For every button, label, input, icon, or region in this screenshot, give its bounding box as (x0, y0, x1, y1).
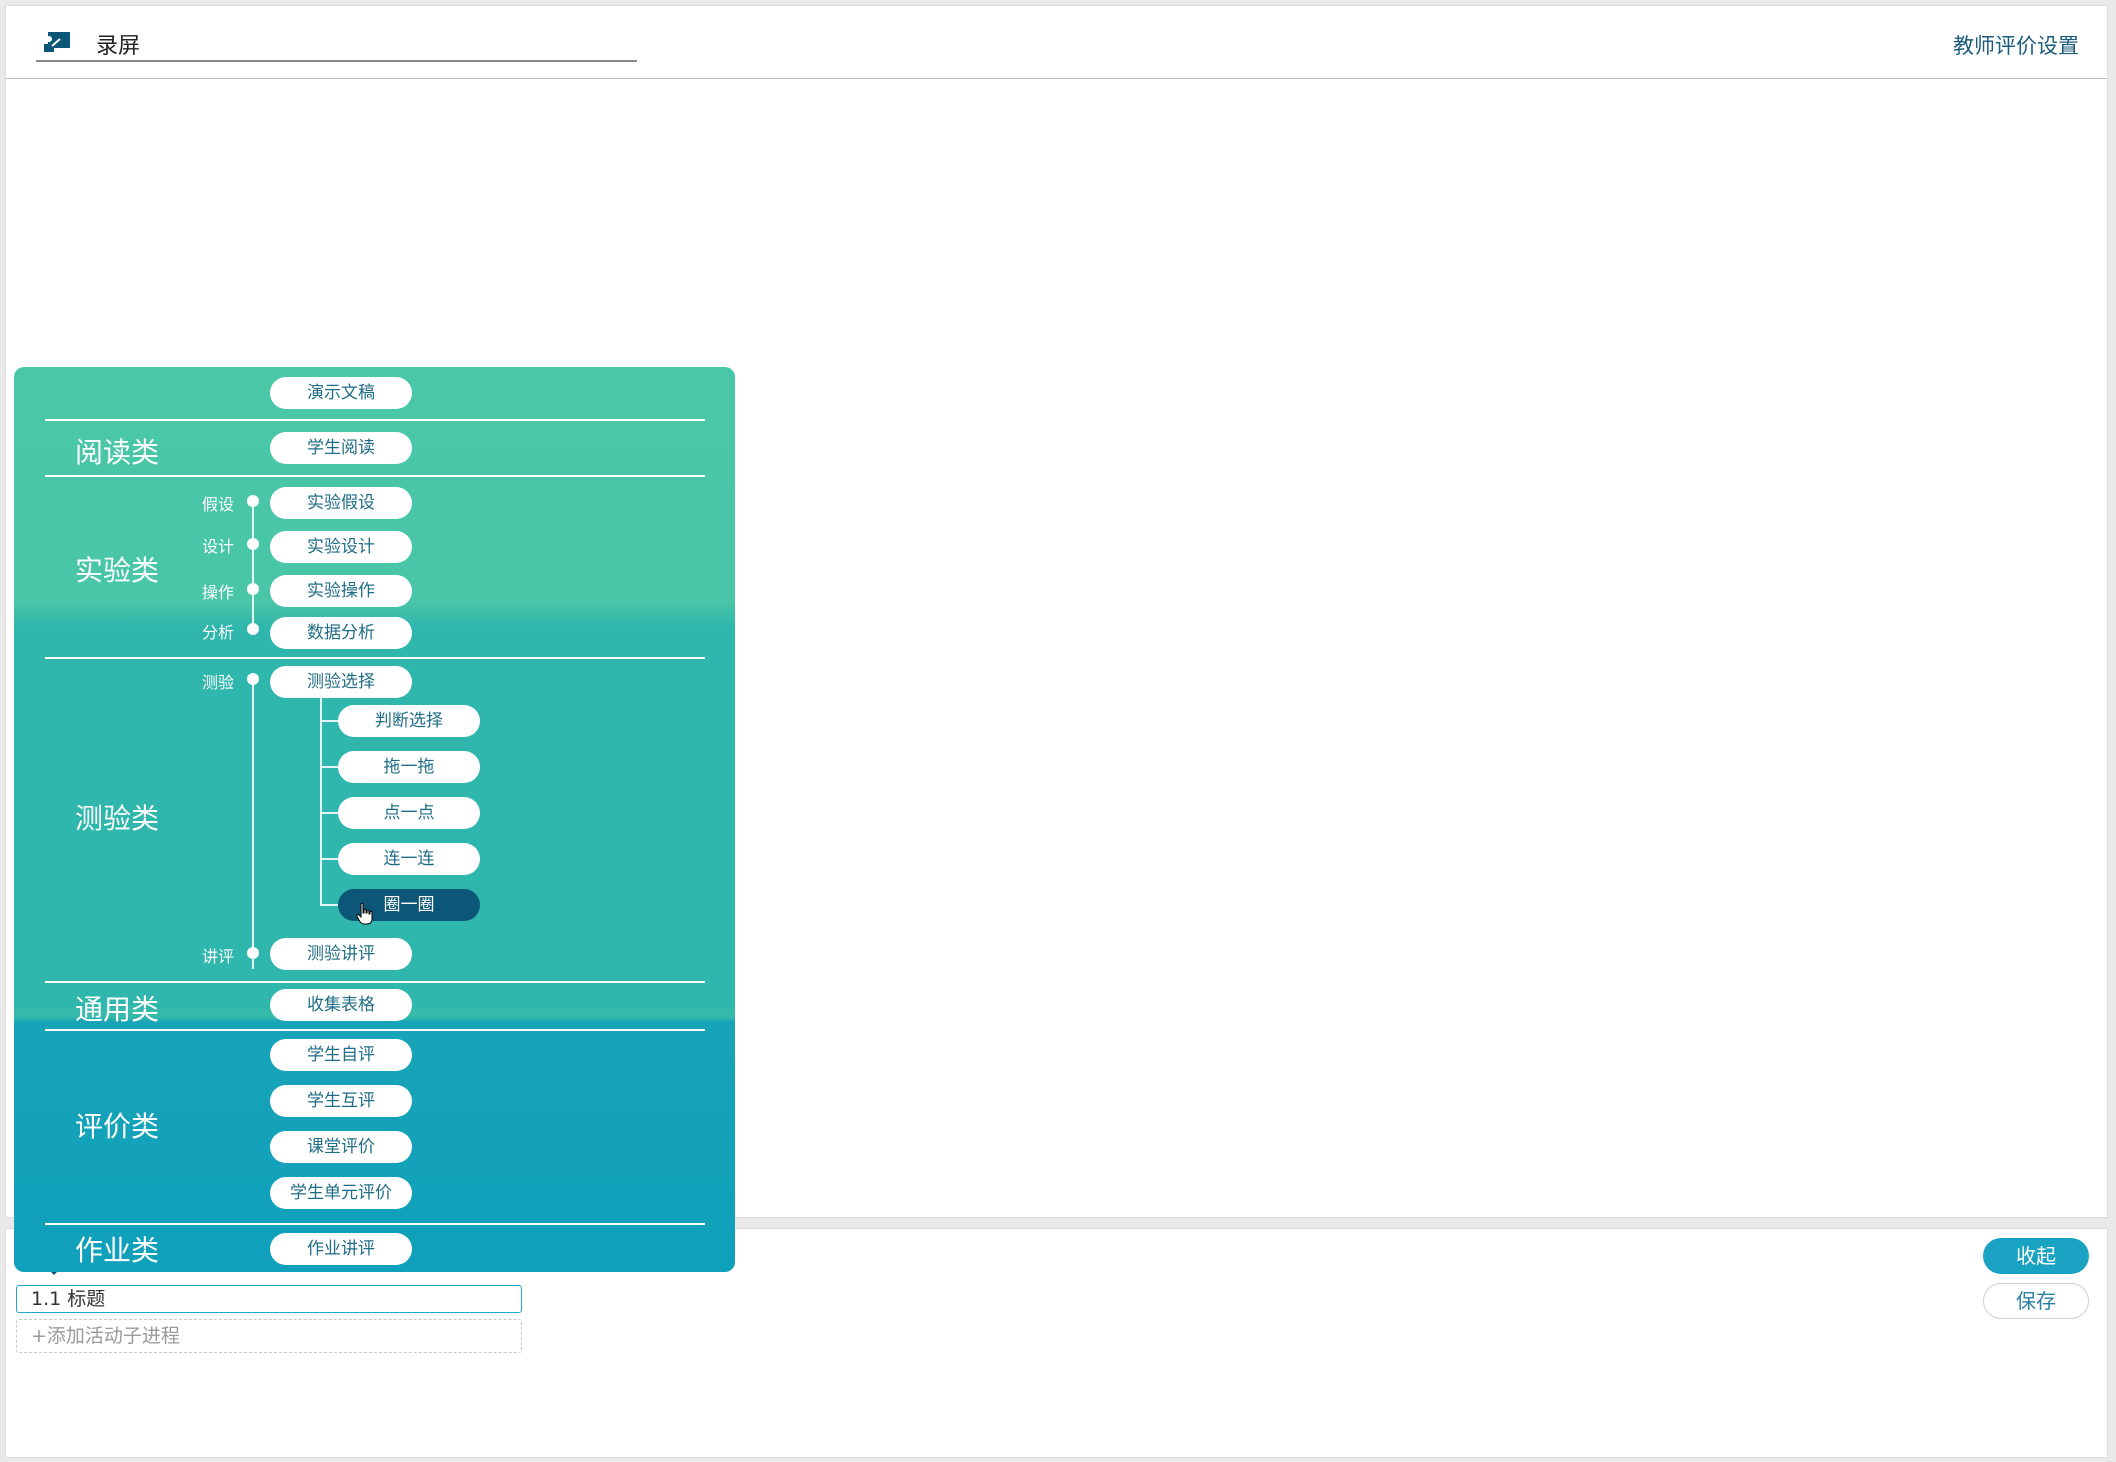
quiz-step-label: 测验 (202, 673, 235, 692)
step-dot (247, 495, 259, 507)
divider (45, 475, 705, 477)
category-reading: 阅读类 (75, 436, 160, 469)
step-dot (247, 673, 259, 685)
activity-item-title[interactable]: 1.1 标题 (16, 1285, 522, 1313)
collapse-button[interactable]: 收起 (1983, 1238, 2089, 1274)
add-subprocess-button[interactable]: +添加活动子进程 (16, 1319, 522, 1353)
activity-type-palette: 演示文稿 阅读类 学生阅读 实验类 假设 实验假设 设计 实验设计 操作 实验操… (14, 367, 735, 1272)
quiz-sub-connector (320, 698, 322, 905)
category-general: 通用类 (75, 993, 160, 1026)
divider (45, 1029, 705, 1031)
branch-line (320, 858, 340, 860)
screen-record-icon (44, 32, 70, 52)
experiment-step-label: 操作 (202, 583, 235, 602)
branch-line (320, 720, 340, 722)
pill-drag[interactable]: 拖一拖 (338, 751, 480, 783)
category-experiment: 实验类 (75, 554, 160, 587)
divider (45, 1223, 705, 1225)
save-button[interactable]: 保存 (1983, 1283, 2089, 1319)
pill-click[interactable]: 点一点 (338, 797, 480, 829)
step-dot (247, 583, 259, 595)
pill-unit-evaluation[interactable]: 学生单元评价 (270, 1177, 412, 1209)
pill-experiment-design[interactable]: 实验设计 (270, 531, 412, 563)
divider (45, 419, 705, 421)
experiment-step-label: 分析 (202, 623, 235, 642)
category-evaluation: 评价类 (75, 1110, 160, 1143)
pill-student-reading[interactable]: 学生阅读 (270, 432, 412, 464)
step-dot (247, 947, 259, 959)
pill-match[interactable]: 连一连 (338, 843, 480, 875)
pill-experiment-hypothesis[interactable]: 实验假设 (270, 487, 412, 519)
pill-homework-review[interactable]: 作业讲评 (270, 1233, 412, 1265)
pill-class-evaluation[interactable]: 课堂评价 (270, 1131, 412, 1163)
pill-presentation[interactable]: 演示文稿 (270, 377, 412, 409)
pill-collect-form[interactable]: 收集表格 (270, 989, 412, 1021)
step-dot (247, 538, 259, 550)
branch-line (320, 812, 340, 814)
pill-experiment-operation[interactable]: 实验操作 (270, 575, 412, 607)
pill-true-false[interactable]: 判断选择 (338, 705, 480, 737)
experiment-step-label: 假设 (202, 495, 235, 514)
category-homework: 作业类 (75, 1234, 160, 1267)
quiz-connector (252, 679, 254, 969)
header-bar: 录屏 教师评价设置 (6, 6, 2107, 79)
pill-quiz-select[interactable]: 测验选择 (270, 666, 412, 698)
quiz-step-label: 讲评 (202, 947, 235, 966)
pill-self-evaluation[interactable]: 学生自评 (270, 1039, 412, 1071)
experiment-step-label: 设计 (202, 537, 235, 556)
pill-data-analysis[interactable]: 数据分析 (270, 617, 412, 649)
teacher-evaluation-settings-link[interactable]: 教师评价设置 (1953, 34, 2079, 58)
divider (45, 657, 705, 659)
branch-line (320, 904, 340, 906)
experiment-connector (252, 501, 254, 629)
title-field[interactable]: 录屏 (36, 24, 637, 62)
step-dot (247, 623, 259, 635)
pill-quiz-review[interactable]: 测验讲评 (270, 938, 412, 970)
pill-peer-evaluation[interactable]: 学生互评 (270, 1085, 412, 1117)
hand-cursor-icon (356, 902, 373, 925)
category-quiz: 测验类 (75, 802, 160, 835)
page-title: 录屏 (96, 34, 141, 59)
divider (45, 981, 705, 983)
branch-line (320, 766, 340, 768)
